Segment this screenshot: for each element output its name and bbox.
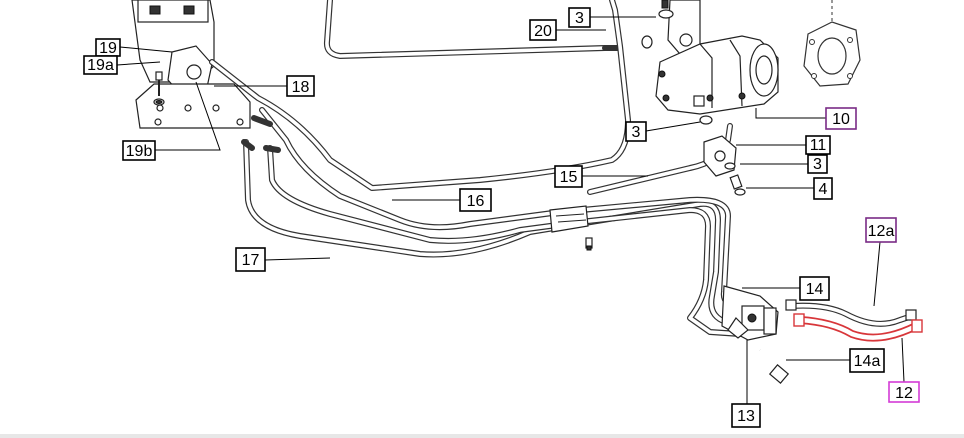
callout-14-label: 14 (806, 281, 824, 298)
callout-16-label: 16 (467, 193, 485, 210)
callout-18-label: 18 (292, 79, 310, 96)
callout-12-label: 12 (895, 385, 913, 402)
callout-13-label: 13 (737, 408, 755, 425)
callout-3-pump-label: 3 (632, 124, 641, 141)
hydraulic-pump (655, 35, 779, 115)
callout-18[interactable]: 18 (286, 75, 315, 97)
o-ring-3 (699, 115, 713, 125)
callout-3-flange-label: 3 (813, 156, 822, 173)
callout-10[interactable]: 10 (825, 107, 857, 130)
callout-19a-label: 19a (87, 57, 114, 74)
fitting-20 (641, 0, 701, 55)
bolt-19a (153, 71, 165, 106)
callout-19[interactable]: 19 (95, 38, 121, 57)
callout-16[interactable]: 16 (459, 188, 492, 212)
callout-20-label: 20 (534, 23, 552, 40)
supply-pipes (241, 107, 749, 337)
hose-12a (785, 299, 917, 327)
callout-14a-label: 14a (854, 353, 881, 370)
callout-15-label: 15 (560, 169, 578, 186)
flange-fitting (703, 135, 746, 196)
callout-14a[interactable]: 14a (849, 348, 885, 373)
callout-20[interactable]: 20 (529, 19, 557, 41)
bolt-14a (758, 348, 790, 384)
gasket-plate (803, 0, 861, 87)
mounting-bracket (135, 83, 251, 129)
callout-3-pump[interactable]: 3 (625, 121, 647, 142)
callout-3-flange[interactable]: 3 (807, 154, 828, 174)
return-pipe (209, 0, 693, 191)
callout-17-label: 17 (242, 252, 260, 269)
callout-17[interactable]: 17 (235, 247, 266, 272)
callout-19-label: 19 (99, 40, 117, 57)
callout-12a-label: 12a (868, 223, 895, 240)
callout-10-label: 10 (832, 111, 850, 128)
callout-4-label: 4 (819, 181, 828, 198)
bottom-divider (0, 434, 964, 438)
leader-lines (116, 16, 905, 404)
hose-12 (793, 313, 923, 342)
pipe-clamp (549, 205, 593, 251)
callout-15[interactable]: 15 (554, 165, 583, 188)
callout-3-top[interactable]: 3 (568, 7, 591, 28)
callout-13[interactable]: 13 (731, 403, 761, 428)
callout-14[interactable]: 14 (799, 276, 830, 301)
callout-19b[interactable]: 19b (122, 140, 156, 161)
callout-4[interactable]: 4 (813, 177, 833, 200)
callout-12[interactable]: 12 (888, 381, 920, 403)
valve-block (721, 285, 779, 341)
callout-12a[interactable]: 12a (865, 217, 897, 243)
callout-11-label: 11 (810, 137, 827, 154)
callout-3-top-label: 3 (575, 10, 584, 27)
callout-19a[interactable]: 19a (83, 55, 118, 75)
callout-11[interactable]: 11 (805, 135, 831, 155)
callout-19b-label: 19b (126, 143, 153, 160)
